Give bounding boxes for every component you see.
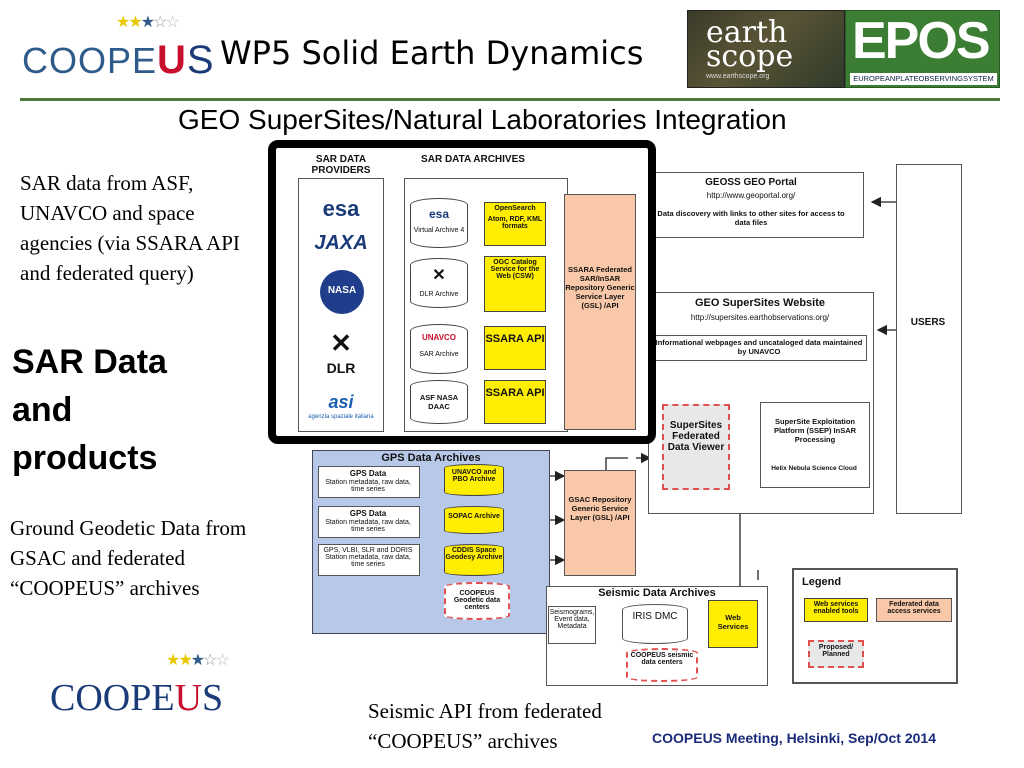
sopac-archive: SOPAC Archive — [444, 506, 504, 534]
dlr-icon: ✕ — [330, 328, 352, 358]
federated-data-viewer: SuperSites Federated Data Viewer — [662, 404, 730, 490]
provider-dlr: DLR — [326, 360, 356, 376]
archive-virtual-4: esa Virtual Archive 4 — [410, 198, 468, 248]
coopeus-logo-top: ★★★☆☆ COOPEUS — [18, 8, 214, 84]
epos-subtitle: EUROPEANPLATEOBSERVINGSYSTEM — [850, 73, 997, 85]
legend-web-services: Web services enabled tools — [804, 598, 868, 622]
gps-station-2: GPS Data Station metadata, raw data, tim… — [318, 506, 420, 538]
archive-dlr: ✕ DLR Archive — [410, 258, 468, 308]
ssep-label: SuperSite Exploitation Platform (SSEP) I… — [773, 417, 857, 444]
ssara-api-1: SSARA API — [484, 326, 546, 370]
provider-asi: asi — [328, 392, 354, 412]
geoss-url: http://www.geoportal.org/ — [706, 191, 796, 200]
provider-esa: esa — [322, 196, 360, 221]
earthscope-wordmark: earth scope — [706, 15, 794, 74]
earthscope-url: www.earthscope.org — [706, 73, 770, 80]
unavco-pbo-archive: UNAVCO and PBO Archive — [444, 464, 504, 496]
logo-wordmark: COOPEUS — [50, 677, 224, 719]
supersites-url: http://supersites.earthobservations.org/ — [690, 313, 830, 322]
slide-subtitle: GEO SuperSites/Natural Laboratories Inte… — [178, 104, 787, 135]
logo-wordmark: COOPEUS — [22, 38, 215, 82]
epos-logo: EPOS EUROPEANPLATEOBSERVINGSYSTEM — [845, 10, 1000, 88]
iris-dmc: IRIS DMC — [622, 604, 688, 644]
legend-title: Legend — [802, 576, 842, 588]
legend-proposed: Proposed/ Planned — [808, 640, 864, 668]
users-label: USERS — [910, 317, 946, 328]
helix-label: Helix Nebula Science Cloud — [771, 465, 857, 472]
cddis-archive: CDDIS Space Geodesy Archive — [444, 544, 504, 576]
gps-archives-header: GPS Data Archives — [381, 452, 481, 464]
supersites-title: GEO SuperSites Website — [694, 297, 825, 309]
opensearch-box: OpenSearch Atom, RDF, KML formats — [484, 202, 546, 246]
geoss-portal-box: GEOSS GEO Portal http://www.geoportal.or… — [640, 172, 864, 238]
coopeus-logo-bottom: ★★★☆☆ COOPEUS — [48, 650, 230, 720]
ssara-api-2: SSARA API — [484, 380, 546, 424]
stars-icon: ★★★☆☆ — [116, 14, 180, 31]
geoss-title: GEOSS GEO Portal — [705, 177, 797, 188]
note-sar-data-products: SAR Data and products — [12, 343, 167, 477]
note-ground-geodetic: Ground Geodetic Data from GSAC and feder… — [10, 516, 247, 600]
gsac-gsl: GSAC Repository Generic Service Layer (G… — [564, 470, 636, 576]
nasa-logo: NASA — [320, 270, 364, 314]
epos-wordmark: EPOS — [852, 12, 990, 70]
seismograms-box: Seismograms, Event data, Metadata — [548, 606, 596, 644]
coopeus-seismic-centers: COOPEUS seismic data centers — [626, 648, 698, 682]
geoss-description: Data discovery with links to other sites… — [657, 209, 845, 227]
archive-asf-daac: ASF NASA DAAC — [410, 380, 468, 424]
ssara-federated-gsl: SSARA Federated SAR/InSAR Repository Gen… — [564, 194, 636, 430]
users-box: USERS — [896, 164, 962, 514]
provider-jaxa: JAXA — [314, 232, 368, 254]
coopeus-geodetic-centers: COOPEUS Geodetic data centers — [444, 582, 510, 620]
footer-meeting: COOPEUS Meeting, Helsinki, Sep/Oct 2014 — [652, 730, 936, 746]
web-services-box: Web Services — [708, 600, 758, 648]
legend-federated: Federated data access services — [876, 598, 952, 622]
ssep-box: SuperSite Exploitation Platform (SSEP) I… — [760, 402, 870, 488]
title-divider — [20, 98, 1000, 101]
note-sar-sources: SAR data from ASF, UNAVCO and space agen… — [20, 171, 240, 285]
sar-providers-header: SAR DATA PROVIDERS — [311, 154, 371, 176]
note-seismic-api: Seismic API from federated “COOPEUS” arc… — [368, 699, 602, 753]
page-title: WP5 Solid Earth Dynamics — [220, 34, 644, 72]
gps-station-1: GPS Data Station metadata, raw data, tim… — [318, 466, 420, 498]
archive-unavco: UNAVCO SAR Archive — [410, 324, 468, 374]
earthscope-logo: earth scope www.earthscope.org — [687, 10, 845, 88]
stars-icon: ★★★☆☆ — [166, 652, 230, 669]
dlr-mini-icon: ✕ — [432, 267, 446, 284]
supersites-description: Informational webpages and uncataloged d… — [651, 335, 867, 361]
ogc-csw-box: OGC Catalog Service for the Web (CSW) — [484, 256, 546, 312]
seismic-archives-header: Seismic Data Archives — [598, 587, 716, 599]
architecture-diagram: USERS GEOSS GEO Portal http://www.geopor… — [268, 140, 1002, 694]
gps-station-3: GPS, VLBI, SLR and DORIS Station metadat… — [318, 544, 420, 576]
asi-subtitle: agenzia spaziale italiana — [308, 414, 374, 420]
sar-archives-header: SAR DATA ARCHIVES — [421, 154, 525, 165]
